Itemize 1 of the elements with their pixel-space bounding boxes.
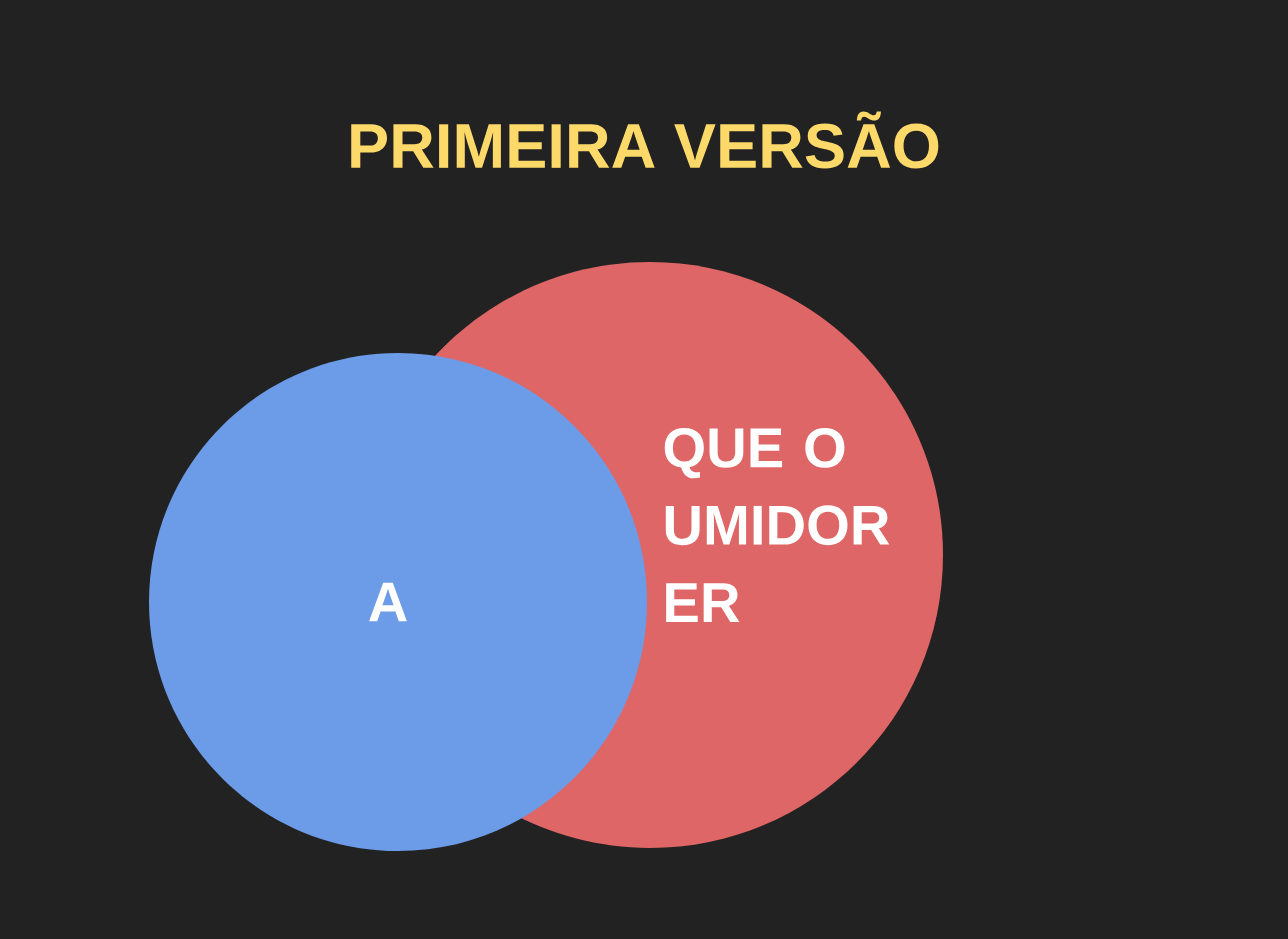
title: PRIMEIRA VERSÃO	[351, 111, 939, 169]
